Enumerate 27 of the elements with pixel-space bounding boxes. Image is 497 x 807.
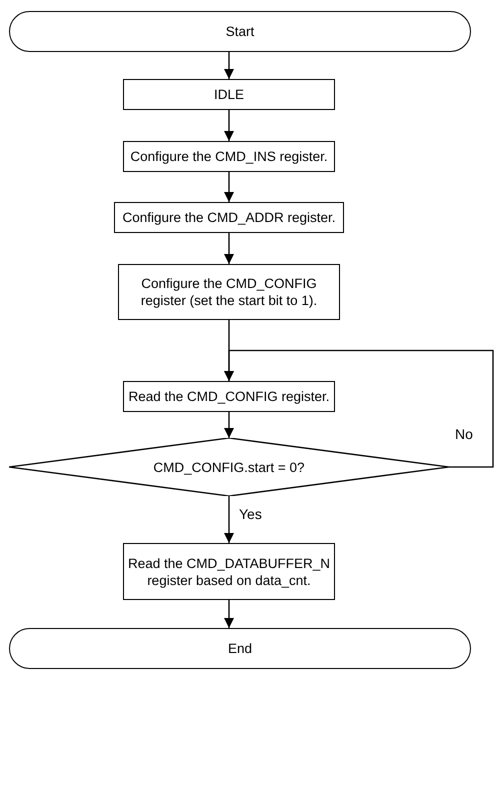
terminal-shape — [9, 628, 471, 669]
terminal-shape — [9, 11, 471, 52]
step-text: Read the CMD_CONFIG register. — [128, 388, 330, 405]
step-text: Read the CMD_DATABUFFER_N register based on data_cnt. — [126, 554, 332, 588]
step-text: Configure the CMD_ADDR register. — [122, 209, 336, 226]
process-box — [123, 141, 335, 172]
arrow — [224, 52, 234, 79]
process-box — [123, 381, 335, 412]
step-text: IDLE — [214, 86, 244, 103]
arrow — [224, 110, 234, 141]
process-box — [123, 79, 335, 110]
process-box — [123, 543, 335, 600]
edge-label: No — [455, 426, 473, 442]
arrow — [224, 350, 494, 468]
process-box — [114, 202, 344, 233]
step-text: Start — [226, 23, 254, 40]
step-text: Configure the CMD_INS register. — [130, 148, 328, 165]
edge-label: Yes — [239, 506, 262, 522]
arrow — [224, 600, 234, 628]
arrow — [224, 412, 234, 438]
arrow — [224, 233, 234, 264]
process-box — [118, 264, 340, 320]
step-text: End — [228, 640, 252, 657]
arrow — [224, 172, 234, 202]
step-text: Configure the CMD_CONFIG register (set the start bit to 1). — [140, 275, 318, 309]
arrow — [224, 496, 234, 543]
step-text: CMD_CONFIG.start = 0? — [153, 458, 305, 476]
